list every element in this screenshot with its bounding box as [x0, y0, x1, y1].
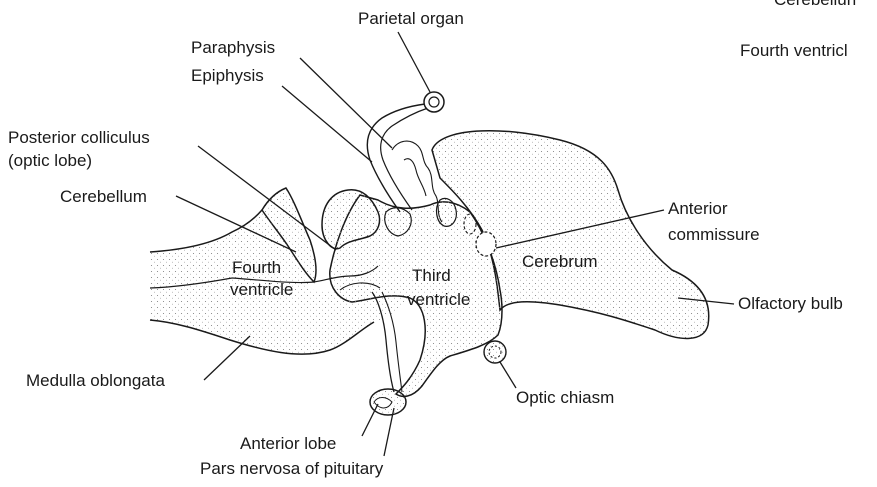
leader-paraphysis [299, 57, 393, 149]
leader-epiphysis [281, 85, 373, 163]
pituitary-anterior-lobe [373, 397, 393, 409]
commissure-small-oval [463, 213, 477, 235]
medulla-mid-outline [149, 277, 233, 289]
label-corner-fourth-ventricle: Fourth ventricl [740, 41, 848, 60]
epiphysis-stalk [366, 103, 426, 213]
label-fourth-ventricle-line1: Fourth [232, 258, 282, 277]
label-anterior-commissure-line2: commissure [668, 225, 760, 244]
leader-olfactory-bulb [677, 297, 735, 305]
label-optic-lobe: (optic lobe) [8, 151, 93, 170]
medulla-upper-outline [149, 209, 263, 253]
leader-optic-chiasm [499, 361, 517, 389]
label-corner-cerebellum: Cerebellun [774, 0, 856, 10]
infundibulum-stalk-inner [381, 291, 403, 393]
leader-medulla-oblongata [203, 335, 251, 381]
paraphysis-sac [384, 207, 412, 237]
label-olfactory-bulb: Olfactory bulb [738, 294, 843, 313]
leader-cerebellum [175, 195, 297, 253]
parietal-organ-inner [428, 96, 440, 108]
leader-lines [175, 31, 735, 457]
leader-anterior-lobe [361, 403, 379, 437]
label-medulla-oblongata: Medulla oblongata [26, 371, 165, 390]
label-cerebellum: Cerebellum [60, 187, 147, 206]
label-third-ventricle-line2: ventricle [407, 290, 471, 309]
label-posterior-colliculus: Posterior colliculus [8, 128, 150, 147]
fourth-ventricle-cavity [231, 265, 379, 284]
leader-anterior-commissure [495, 209, 665, 249]
label-anterior-commissure-line1: Anterior [668, 199, 728, 218]
anterior-commissure-shape [475, 231, 497, 257]
label-paraphysis: Paraphysis [191, 38, 276, 57]
cerebellum-shape [261, 187, 317, 284]
leader-posterior-colliculus [197, 145, 337, 251]
label-parietal-organ: Parietal organ [358, 9, 464, 28]
leader-parietal-organ [397, 31, 431, 93]
label-third-ventricle-line1: Third [412, 266, 451, 285]
optic-lobe-shape [321, 189, 381, 250]
medulla-lower-outline [149, 319, 375, 355]
epiphysis-base [435, 197, 457, 227]
label-fourth-ventricle-line2: ventricle [230, 280, 294, 299]
optic-chiasm-shape [483, 340, 507, 364]
label-epiphysis: Epiphysis [191, 66, 264, 85]
label-cerebrum: Cerebrum [522, 252, 598, 271]
label-anterior-lobe: Anterior lobe [240, 434, 337, 453]
infundibulum-stalk [371, 291, 395, 393]
optic-chiasm-inner [488, 345, 502, 359]
label-pars-nervosa: Pars nervosa of pituitary [200, 459, 384, 478]
ventricle-channel [339, 282, 381, 291]
parietal-organ-shape [423, 91, 445, 113]
leader-pars-nervosa [383, 407, 395, 457]
label-optic-chiasm: Optic chiasm [516, 388, 615, 407]
epiphysis-stalk-inner [380, 107, 429, 211]
